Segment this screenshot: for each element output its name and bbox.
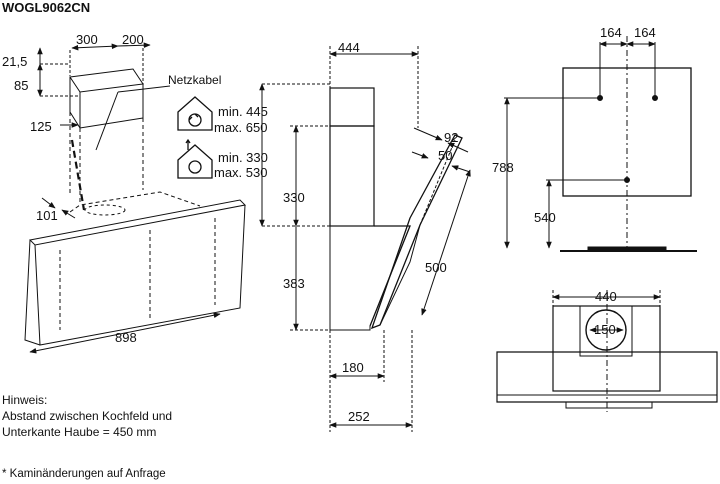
house2-min: min. 330 [218,150,268,165]
dim-21-5: 21,5 [2,54,27,69]
dim-85: 85 [14,78,28,93]
note-heading: Hinweis: [2,393,48,407]
dim-788: 788 [492,160,514,175]
dim-898: 898 [115,330,137,345]
dim-444: 444 [338,40,360,55]
dim-440: 440 [595,289,617,304]
dim-500: 500 [425,260,447,275]
dim-92: 92 [444,130,458,145]
dim-164-right: 164 [634,25,656,40]
dim-164-left: 164 [600,25,622,40]
house-ducted-icon [177,96,213,131]
dim-540: 540 [534,210,556,225]
dim-252: 252 [348,409,370,424]
top-view [496,290,718,412]
footnote: * Kaminänderungen auf Anfrage [2,468,166,480]
model-title: WOGL9062CN [2,0,91,15]
dim-330: 330 [283,190,305,205]
dim-50: 50 [438,148,452,163]
note-line-3: Unterkante Haube = 450 mm [2,425,157,439]
dim-300: 300 [76,32,98,47]
dim-101: 101 [36,208,58,223]
note-line-2: Abstand zwischen Kochfeld und [2,409,173,423]
house-recirc-icon [177,138,213,179]
house1-min: min. 445 [218,104,268,119]
dim-383: 383 [283,276,305,291]
side-view [259,46,471,432]
dim-200: 200 [122,32,144,47]
dim-150: 150 [594,322,616,337]
house2-max: max. 530 [214,165,267,180]
cable-label: Netzkabel [168,73,221,87]
house1-max: max. 650 [214,120,267,135]
installation-note: Hinweis: Abstand zwischen Kochfeld und U… [2,392,172,440]
dim-180: 180 [342,360,364,375]
iso-view [24,42,247,354]
dim-125: 125 [30,119,52,134]
rear-view [504,36,697,252]
